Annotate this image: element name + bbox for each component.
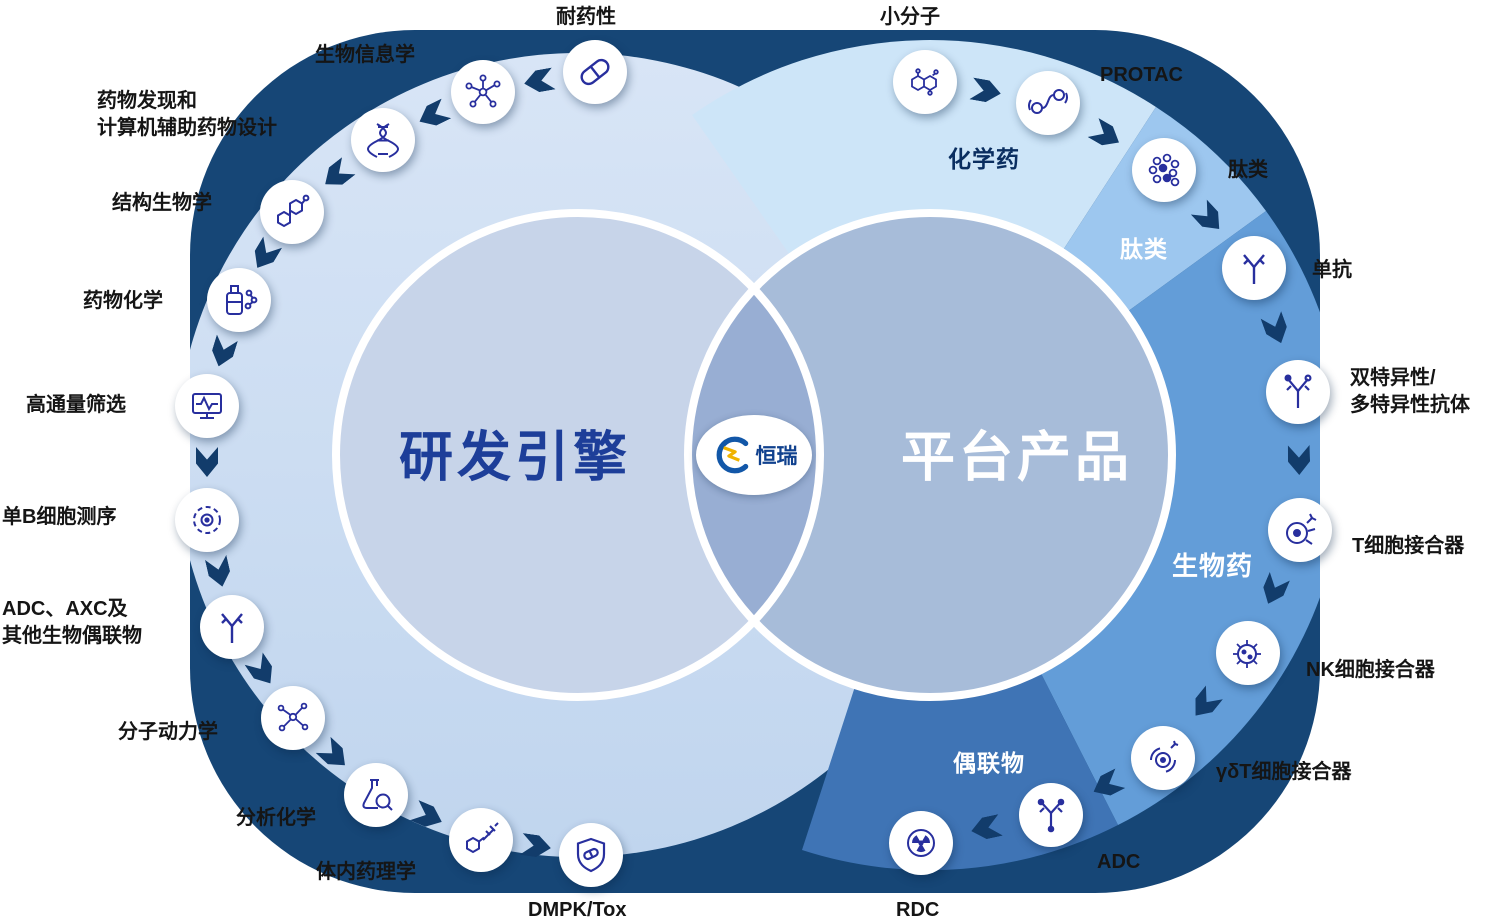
node-t-cell-engager	[1268, 498, 1332, 562]
right-circle	[688, 213, 1172, 697]
left-circle	[336, 213, 820, 697]
node-bioinformatics	[451, 60, 515, 124]
flask-magnifier-icon	[356, 775, 396, 815]
node-nk-cell-engager	[1216, 621, 1280, 685]
node-single-b-cell-sequencing	[175, 488, 239, 552]
node-analytical-chemistry	[344, 763, 408, 827]
radiation-icon	[901, 823, 941, 863]
node-small-molecule	[893, 50, 957, 114]
label-in-vivo-pharmacology: 体内药理学	[316, 861, 416, 883]
node-mab	[1222, 236, 1286, 300]
node-adc-axc-bioconjugates	[200, 595, 264, 659]
label-nk-cell-engager: NK细胞接合器	[1306, 659, 1435, 681]
label-small-molecule: 小分子	[880, 6, 940, 28]
network-icon	[463, 72, 503, 112]
node-protac	[1016, 71, 1080, 135]
node-adc	[1019, 783, 1083, 847]
label-bioinformatics: 生物信息学	[315, 44, 415, 66]
label-peptide: 肽类	[1228, 159, 1268, 181]
antibody-icon	[1234, 248, 1274, 288]
benzene-icon	[905, 62, 945, 102]
label-structural-biology: 结构生物学	[112, 192, 212, 214]
nk-cell-icon	[1228, 633, 1268, 673]
left-circle-outline	[332, 209, 824, 701]
label-drug-resistance: 耐药性	[556, 6, 616, 28]
label-medicinal-chemistry: 药物化学	[83, 290, 163, 312]
molecule-icon	[273, 698, 313, 738]
label-bispecific-antibody: 双特异性/ 多特异性抗体	[1350, 367, 1470, 416]
label-high-throughput-screening: 高通量筛选	[26, 394, 126, 416]
label-protac: PROTAC	[1100, 64, 1183, 86]
segment-label-peptide: 肽类	[1120, 236, 1168, 262]
node-high-throughput-screening	[175, 374, 239, 438]
node-drug-resistance	[563, 40, 627, 104]
adc-antibody-icon	[1031, 795, 1071, 835]
label-t-cell-engager: T细胞接合器	[1352, 535, 1465, 557]
node-in-vivo-pharmacology	[449, 808, 513, 872]
dna-icon	[363, 120, 403, 160]
label-adc: ADC	[1097, 851, 1141, 873]
gdt-cell-icon	[1143, 738, 1183, 778]
bispecific-antibody-icon	[1278, 372, 1318, 412]
node-rdc	[889, 811, 953, 875]
node-gdt-cell-engager	[1131, 726, 1195, 790]
label-analytical-chemistry: 分析化学	[236, 807, 316, 829]
t-cell-icon	[1280, 510, 1320, 550]
left-circle-title: 研发引擎	[399, 427, 631, 488]
hengrui-logo-text: 恒瑞	[755, 445, 798, 468]
segment-label-chemical: 化学药	[948, 146, 1020, 172]
syringe-molecule-icon	[461, 820, 501, 860]
antibody-icon	[212, 607, 252, 647]
label-adc-axc-bioconjugates: ADC、AXC及 其他生物偶联物	[2, 598, 142, 647]
label-gdt-cell-engager: γδT细胞接合器	[1216, 761, 1352, 783]
node-dmpk-tox	[559, 823, 623, 887]
label-dmpk-tox: DMPK/Tox	[528, 899, 627, 921]
right-circle-title: 平台产品	[901, 427, 1133, 488]
node-peptide	[1132, 138, 1196, 202]
molecule-rings-icon	[272, 192, 312, 232]
node-drug-discovery-cadd	[351, 108, 415, 172]
segment-label-bio: 生物药	[1172, 551, 1254, 581]
screening-monitor-icon	[187, 386, 227, 426]
node-medicinal-chemistry	[207, 268, 271, 332]
node-molecular-dynamics	[261, 686, 325, 750]
right-circle-outline	[684, 209, 1176, 701]
protac-linker-icon	[1028, 83, 1068, 123]
label-drug-discovery-cadd: 药物发现和 计算机辅助药物设计	[97, 90, 277, 139]
label-mab: 单抗	[1312, 259, 1352, 281]
hengrui-logo: 恒瑞	[696, 415, 812, 495]
label-rdc: RDC	[896, 899, 940, 921]
cell-icon	[187, 500, 227, 540]
node-structural-biology	[260, 180, 324, 244]
pill-icon	[575, 52, 615, 92]
shield-icon	[571, 835, 611, 875]
label-single-b-cell-sequencing: 单B细胞测序	[2, 506, 117, 528]
label-molecular-dynamics: 分子动力学	[118, 721, 218, 743]
node-bispecific-antibody	[1266, 360, 1330, 424]
segment-label-conjugate: 偶联物	[953, 750, 1025, 776]
hengrui-logo-mark	[716, 436, 748, 474]
reagent-bottle-icon	[219, 280, 259, 320]
peptide-cluster-icon	[1144, 150, 1184, 190]
